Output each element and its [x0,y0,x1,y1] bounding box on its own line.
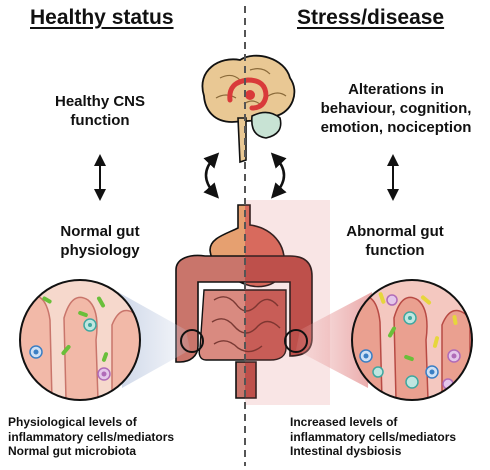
right-zoom-circle-icon [284,329,308,353]
abnormal-gut-label: Abnormal gut function [330,222,460,260]
right-curved-arrows-icon [270,152,287,199]
alterations-line: emotion, nociception [320,119,472,136]
abnormal-gut-line: function [365,242,425,259]
alterations-line: Alterations in [348,81,444,98]
normal-gut-line: physiology [60,242,140,259]
healthy-caption-line: inflammatory cells/mediators [8,429,175,444]
abnormal-gut-line: Abnormal gut [346,223,444,240]
healthy-mucosa-circle [19,279,141,401]
left-curved-arrows-icon [203,152,220,199]
alterations-line: behaviour, cognition, [320,100,472,117]
healthy-cns-line: Healthy CNS [54,93,146,110]
healthy-cns-line: function [70,112,130,129]
stress-caption-line: Increased levels of [290,415,398,429]
stressed-gut-icon [245,200,330,405]
alterations-label: Alterations in behaviour, cognition, emo… [306,80,486,137]
normal-gut-label: Normal gut physiology [40,222,160,260]
healthy-cns-label: Healthy CNS function [40,92,160,130]
stress-caption-line: Intestinal dysbiosis [290,444,402,458]
brain-icon [201,54,296,164]
stress-caption-line: inflammatory cells/mediators [290,429,457,444]
left-zoom-circle-icon [180,329,204,353]
healthy-status-heading: Healthy status [30,6,174,29]
healthy-caption-line: Physiological levels of [8,415,137,429]
healthy-gut-icon [175,204,245,399]
stress-disease-heading: Stress/disease [297,6,445,29]
stress-caption: Increased levels of inflammatory cells/m… [290,415,456,459]
normal-gut-line: Normal gut [60,223,140,240]
healthy-caption-line: Normal gut microbiota [8,444,137,458]
healthy-caption: Physiological levels of inflammatory cel… [8,415,174,459]
stressed-mucosa-circle [351,279,473,401]
right-zoom-cone [296,292,372,388]
